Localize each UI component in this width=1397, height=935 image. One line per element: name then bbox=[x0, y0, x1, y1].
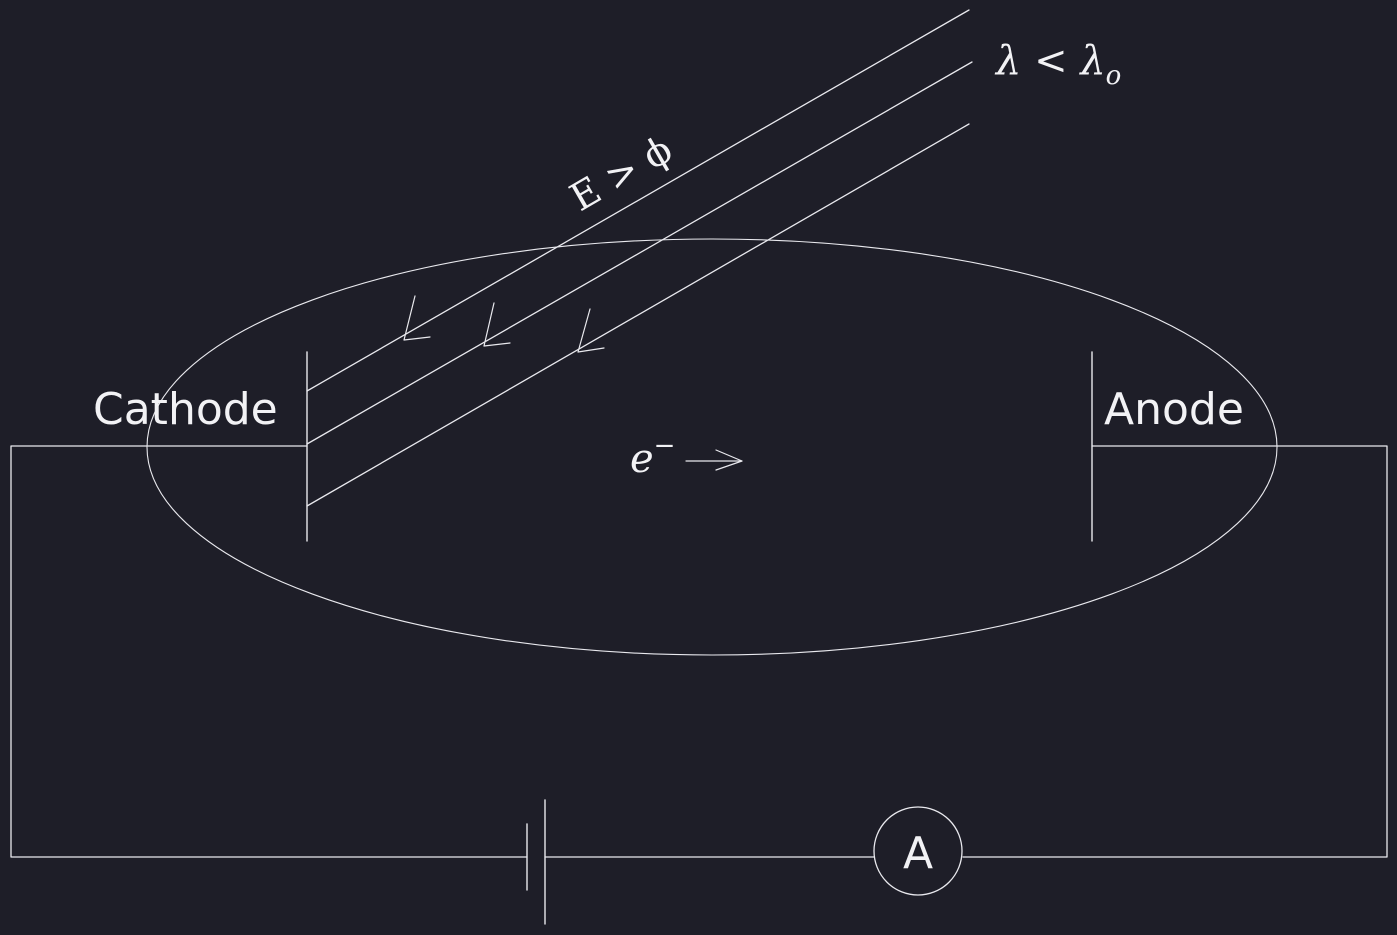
energy-condition-label: E > ϕ bbox=[563, 127, 680, 220]
photon-ray-1 bbox=[306, 9, 970, 392]
electron-direction-arrow-icon bbox=[685, 449, 743, 471]
circuit-right-wire bbox=[962, 445, 1388, 858]
anode-label: Anode bbox=[1104, 384, 1244, 435]
lambda-subscript: o bbox=[1106, 61, 1122, 91]
wavelength-condition-label: λ < λo bbox=[994, 38, 1121, 91]
cathode-label: Cathode bbox=[93, 384, 278, 435]
photon-ray-3 bbox=[306, 123, 970, 507]
ray-arrowhead-1 bbox=[403, 295, 431, 341]
ray-arrowhead-2 bbox=[483, 302, 511, 347]
vacuum-tube bbox=[146, 238, 1278, 656]
electron-label: e− bbox=[630, 431, 675, 482]
battery-icon bbox=[526, 799, 546, 925]
ammeter-label: A bbox=[903, 828, 933, 879]
lambda-zero-symbol: λ bbox=[1078, 38, 1105, 84]
ammeter-icon: A bbox=[873, 806, 963, 896]
photon-rays bbox=[306, 9, 973, 507]
electron-symbol: e bbox=[630, 436, 654, 482]
ray-arrowhead-3 bbox=[577, 308, 605, 353]
less-than-symbol: < bbox=[1021, 38, 1080, 84]
photon-ray-2 bbox=[306, 61, 973, 445]
lambda-symbol: λ bbox=[994, 38, 1021, 84]
energy-condition-group: E > ϕ bbox=[563, 127, 680, 220]
electron-charge: − bbox=[654, 431, 676, 461]
circuit-left-wire bbox=[10, 445, 528, 858]
